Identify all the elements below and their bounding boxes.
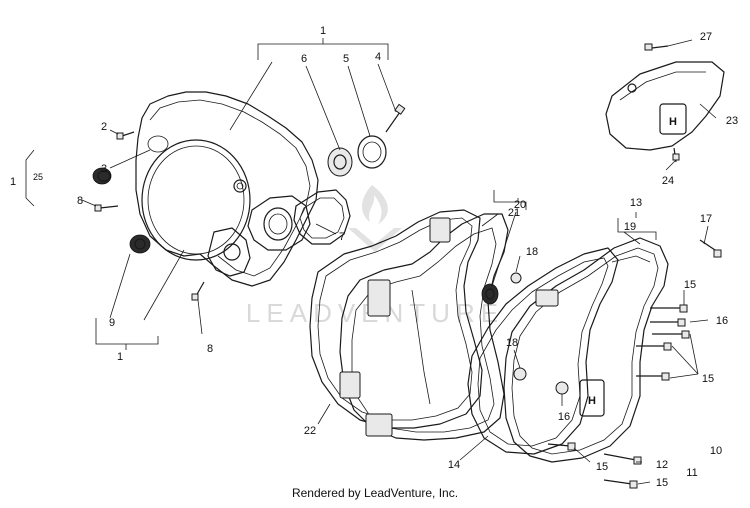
callout-23: 23: [726, 115, 738, 127]
callout-labels: 1 6 5 4 2 1 25 3 8 7 9 8 1 27 23 24 21 2…: [10, 25, 738, 489]
callout-22: 22: [304, 425, 316, 437]
callout-27: 27: [700, 31, 712, 43]
dowel-part-18-upper: [510, 272, 522, 284]
gasket-part-22: [309, 209, 483, 429]
screw-part-2: [116, 131, 135, 140]
bolt-part-27: [644, 43, 669, 51]
callout-21: 21: [508, 207, 520, 219]
callout-5: 5: [343, 53, 349, 65]
callout-15-a: 15: [684, 279, 696, 291]
callout-11: 11: [686, 467, 697, 479]
callout-1-left: 1: [10, 176, 16, 188]
cover-logo-mark: H: [669, 116, 677, 128]
callout-8-lower: 8: [207, 343, 213, 355]
callout-25: 25: [33, 172, 43, 182]
seal-part-5: [357, 135, 387, 169]
crankcase-part-21: [339, 213, 509, 441]
callout-19: 19: [624, 221, 636, 233]
callout-18-upper: 18: [526, 246, 538, 258]
callout-7: 7: [339, 231, 345, 243]
gasket-part-7: [293, 189, 351, 245]
callout-1-bottom: 1: [117, 351, 123, 363]
bolt-part-4: [385, 103, 406, 133]
bolt-part-24: [672, 147, 680, 163]
callout-15-d: 15: [656, 477, 668, 489]
callout-8-upper: 8: [77, 195, 83, 207]
callout-20: 20: [514, 199, 526, 211]
callout-15-b: 15: [702, 373, 714, 385]
callout-16-b: 16: [558, 411, 570, 423]
pin-part-16-lower: [555, 381, 569, 395]
callout-24: 24: [662, 175, 674, 187]
screw-part-8-upper: [94, 204, 119, 212]
callout-6: 6: [301, 53, 307, 65]
callout-10: 10: [710, 445, 722, 457]
callout-1-top: 1: [320, 25, 326, 37]
callout-4: 4: [375, 51, 381, 63]
bolt-group-15-16: [547, 304, 690, 489]
callout-16-a: 16: [716, 315, 728, 327]
plug-part-9: [129, 234, 151, 254]
screw-part-17: [699, 239, 722, 258]
screw-part-8-lower: [191, 281, 205, 301]
bearing-part-20: [481, 283, 499, 305]
cover-part-23: H: [605, 61, 725, 151]
cover-19-logo-mark: H: [588, 395, 596, 407]
gasket-part-14: [467, 247, 619, 455]
callout-12: 12: [656, 459, 668, 471]
clutch-cover-assembly: [135, 91, 319, 287]
leader-lines: [25, 38, 717, 485]
callout-15-c: 15: [596, 461, 608, 473]
callout-3: 3: [101, 163, 107, 175]
credit-text: Rendered by LeadVenture, Inc.: [291, 486, 459, 500]
seal-part-6: [327, 147, 353, 177]
watermark-flame-icon: [362, 185, 388, 224]
callout-9: 9: [109, 317, 115, 329]
watermark-chevron-icon: [348, 228, 402, 252]
callout-13: 13: [630, 197, 642, 209]
plug-part-3: [92, 167, 112, 185]
callout-17: 17: [700, 213, 712, 225]
cover-part-19: H: [503, 237, 669, 463]
callout-14: 14: [448, 459, 460, 471]
callout-18-lower: 18: [506, 337, 518, 349]
callout-2: 2: [101, 121, 107, 133]
dowel-part-18-lower: [513, 367, 527, 381]
